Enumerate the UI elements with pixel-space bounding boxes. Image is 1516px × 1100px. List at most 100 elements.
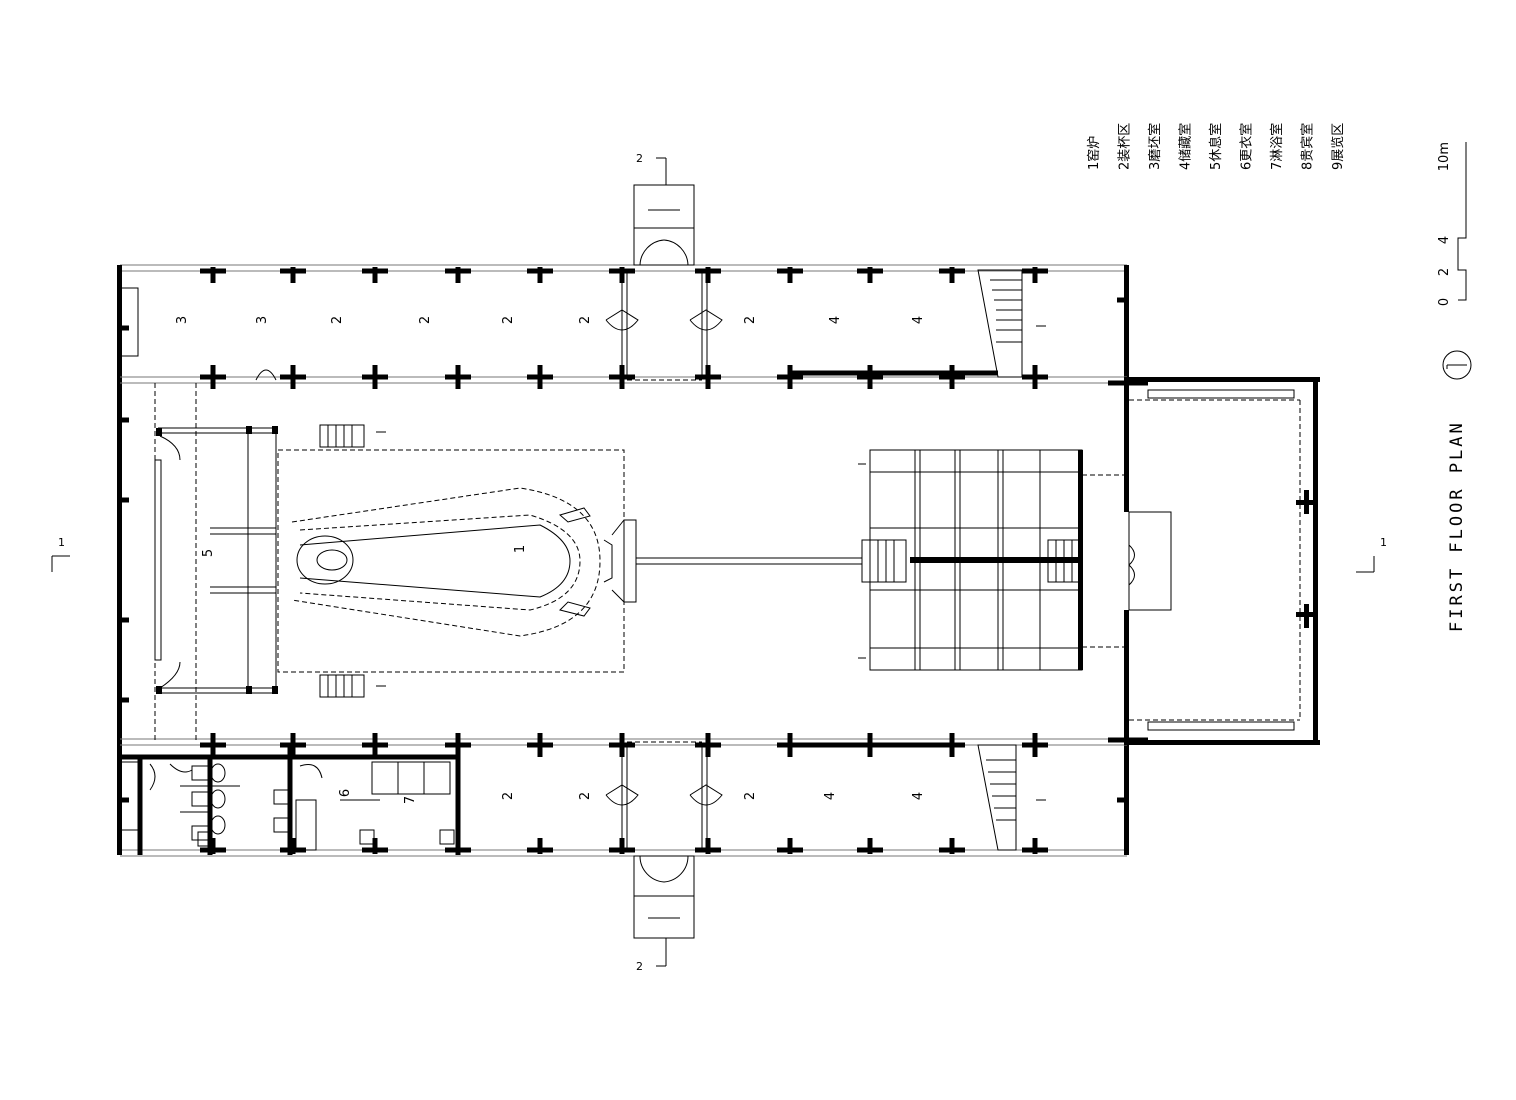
column-cross: [857, 733, 883, 757]
section-mark-top: 2: [636, 152, 643, 165]
column-cross: [777, 838, 803, 854]
column-cross: [200, 733, 226, 757]
room-number: 3: [255, 316, 270, 324]
column-cross: [1022, 267, 1048, 283]
column-cross: [200, 365, 226, 389]
legend-item: 4储藏室: [1178, 123, 1194, 170]
column-cross: [362, 838, 388, 854]
column-cross: [857, 267, 883, 283]
wall-stub: [117, 325, 129, 331]
south-entrance: [633, 855, 695, 967]
room-number: 2: [418, 316, 433, 324]
wall-stub: [117, 497, 129, 503]
section-mark-label: 2: [636, 960, 643, 973]
column-cross: [777, 267, 803, 283]
column-cross: [857, 838, 883, 854]
room-number: 7: [403, 796, 418, 804]
section-mark-bottom: 2: [636, 960, 643, 973]
column-cross: [200, 838, 226, 854]
stairs-north-east: [977, 269, 1046, 378]
room-number: 2: [578, 792, 593, 800]
structural-columns: [117, 267, 1148, 854]
column-cross: [445, 733, 471, 757]
section-mark-label: 1: [58, 536, 65, 549]
column-cross: [527, 838, 553, 854]
column-cross: [777, 733, 803, 757]
legend-item: 2装杯区: [1118, 123, 1133, 170]
wall-stub: [117, 417, 129, 423]
column-cross: [445, 365, 471, 389]
kiln-stairs: [319, 424, 386, 698]
column-cross: [445, 267, 471, 283]
shower-room: [340, 761, 455, 845]
column-cross: [939, 267, 965, 283]
section-mark-label: 2: [636, 152, 643, 165]
legend-item: 3磨坯室: [1147, 123, 1163, 170]
room-number: 3: [175, 316, 190, 324]
wall-stub: [1117, 797, 1129, 803]
column-cross: [362, 365, 388, 389]
column-cross: [527, 365, 553, 389]
scale-tick-label: 0: [1437, 298, 1452, 306]
column-cross: [1022, 838, 1048, 854]
scale-tick-label: 4: [1437, 236, 1452, 244]
room-legend: 1窑炉 2装杯区 3磨坯室 4储藏室 5休息室 6更衣室 7淋浴室 8贵宾室 9展览区: [1086, 123, 1346, 170]
kiln-hall: [154, 383, 1124, 740]
room-number: 4: [911, 316, 926, 324]
legend-item: 6更衣室: [1239, 123, 1255, 170]
section-mark-right: 1: [1356, 536, 1387, 573]
column-cross: [695, 733, 721, 757]
room-number: 4: [823, 792, 838, 800]
rest-room: [154, 426, 278, 694]
column-cross: [857, 365, 883, 389]
column-cross: [695, 365, 721, 389]
room-number: 2: [743, 316, 758, 324]
room-number: 2: [578, 316, 593, 324]
column-cross: [362, 267, 388, 283]
column-cross: [695, 838, 721, 854]
column-cross: [527, 733, 553, 757]
room-number: 1: [513, 545, 528, 553]
corridor-doors: [255, 271, 723, 850]
wall-stub: [117, 797, 129, 803]
section-mark-left: 1: [51, 536, 70, 572]
wall-stub: [117, 697, 129, 703]
column-cross: [280, 267, 306, 283]
scale-tick-label: 2: [1437, 268, 1452, 276]
column-cross: [695, 267, 721, 283]
scale-tick-label: 10m: [1437, 142, 1452, 171]
room-number: 2: [501, 792, 516, 800]
room-number: 2: [501, 316, 516, 324]
column-cross: [280, 838, 306, 854]
legend-item: 9展览区: [1330, 123, 1346, 170]
room-number: 2: [743, 792, 758, 800]
wall-stub: [117, 617, 129, 623]
north-entrance: [633, 157, 695, 266]
column-cross: [280, 733, 306, 757]
drawing-title: FIRST FLOOR PLAN: [1447, 420, 1467, 632]
room-number: 6: [338, 789, 353, 797]
east-annex: [1124, 377, 1320, 745]
legend-item: 8贵宾室: [1300, 123, 1316, 170]
legend-item: 5休息室: [1208, 123, 1224, 170]
column-cross: [362, 733, 388, 757]
room-number: 2: [330, 316, 345, 324]
scale-bar: 0 2 4 10m: [1437, 142, 1467, 306]
wall-stub: [1117, 297, 1129, 303]
room-number: 4: [911, 792, 926, 800]
column-cross: [445, 838, 471, 854]
section-mark-label: 1: [1380, 536, 1387, 549]
north-arrow-icon: [1442, 350, 1472, 380]
room-number: 4: [828, 316, 843, 324]
column-cross: [527, 267, 553, 283]
column-cross: [939, 838, 965, 854]
room-number: 5: [201, 549, 216, 557]
column-cross: [1022, 365, 1048, 389]
column-cross: [280, 365, 306, 389]
column-cross: [777, 365, 803, 389]
toilets: [149, 763, 323, 851]
legend-item: 1窑炉: [1086, 136, 1102, 170]
column-cross: [939, 365, 965, 389]
legend-item: 7淋浴室: [1269, 123, 1285, 170]
